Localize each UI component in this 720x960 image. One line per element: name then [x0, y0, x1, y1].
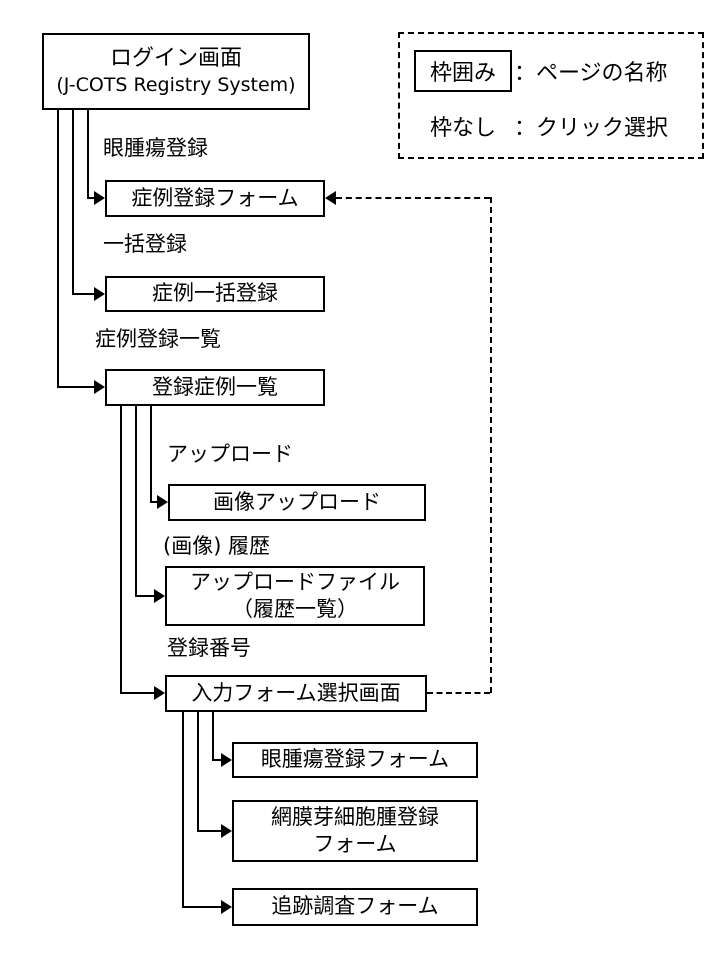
click-label-bulk: 一括登録 [103, 232, 187, 256]
connector-login-bulk-h [72, 293, 95, 295]
connector-caselist-imageupload-h [150, 501, 158, 503]
node-case-form: 症例登録フォーム [105, 180, 325, 217]
node-registered-case-list: 登録症例一覧 [105, 369, 325, 406]
legend-plain-desc: ：クリック選択 [514, 116, 669, 141]
click-label-image-history: (画像) 履歴 [163, 534, 271, 558]
node-upload-history-line2: （履歴一覧） [232, 597, 358, 621]
legend-row-boxed: 枠囲み ：ページの名称 [414, 50, 668, 92]
node-image-upload: 画像アップロード [168, 484, 426, 521]
connector-formselect-retino-h [197, 830, 222, 832]
login-title: ログイン画面 [109, 45, 242, 71]
connector-caselist-formselect-v [120, 406, 122, 694]
connector-formselect-eyetumor-v [212, 712, 214, 761]
node-case-form-label: 症例登録フォーム [131, 185, 299, 210]
legend-box: 枠囲み ：ページの名称 枠なし ：クリック選択 [398, 32, 704, 159]
arrowhead-left-icon [325, 191, 336, 205]
connector-login-bulk-v [72, 110, 74, 295]
click-label-eye-tumor: 眼腫瘍登録 [103, 136, 208, 160]
connector-login-caselist-v [57, 110, 59, 388]
node-eye-tumor-form-label: 眼腫瘍登録フォーム [260, 747, 450, 772]
node-upload-history-line1: アップロードファイル [190, 569, 400, 594]
node-followup-form-label: 追跡調査フォーム [271, 894, 439, 919]
connector-dashed-to-caseform [336, 197, 490, 199]
legend-boxed-sample: 枠囲み [414, 50, 512, 92]
node-retinoblastoma-form-line1: 網膜芽細胞腫登録 [271, 804, 439, 829]
connector-formselect-retino-v [197, 712, 199, 832]
legend-boxed-desc: ：ページの名称 [514, 61, 668, 86]
click-label-case-list: 症例登録一覧 [95, 327, 221, 351]
connector-formselect-eyetumor-h [212, 759, 222, 761]
node-image-upload-label: 画像アップロード [213, 489, 381, 514]
arrowhead-right-icon [94, 380, 105, 394]
arrowhead-right-icon [94, 191, 105, 205]
node-bulk-registration-label: 症例一括登録 [152, 281, 278, 306]
connector-formselect-followup-h [182, 906, 222, 908]
node-registered-case-list-label: 登録症例一覧 [152, 374, 278, 399]
node-form-select-label: 入力フォーム選択画面 [191, 680, 401, 705]
legend-row-plain: 枠なし ：クリック選択 [414, 110, 668, 142]
connector-caselist-history-h [135, 595, 155, 597]
node-eye-tumor-form: 眼腫瘍登録フォーム [232, 742, 478, 778]
connector-caselist-history-v [135, 406, 137, 597]
arrowhead-right-icon [94, 287, 105, 301]
node-retinoblastoma-form-line2: フォーム [313, 832, 397, 856]
legend-plain-sample: 枠なし [429, 116, 496, 141]
connector-formselect-followup-v [182, 712, 184, 908]
connector-login-caseform-v [87, 110, 89, 199]
connector-dashed-vertical [490, 197, 492, 693]
connector-dashed-formselect-out [427, 692, 490, 694]
arrowhead-right-icon [221, 900, 232, 914]
node-login-screen: ログイン画面 (J-COTS Registry System) [42, 33, 310, 110]
node-bulk-registration: 症例一括登録 [105, 276, 325, 312]
click-label-upload: アップロード [167, 442, 293, 466]
click-label-reg-number: 登録番号 [167, 636, 251, 660]
arrowhead-right-icon [154, 686, 165, 700]
connector-login-caselist-h [57, 386, 95, 388]
connector-caselist-formselect-h [120, 692, 155, 694]
arrowhead-right-icon [221, 753, 232, 767]
connector-login-caseform-h [87, 197, 95, 199]
node-upload-history: アップロードファイル （履歴一覧） [165, 566, 425, 626]
arrowhead-right-icon [221, 824, 232, 838]
login-subtitle: (J-COTS Registry System) [56, 74, 296, 97]
arrowhead-right-icon [157, 495, 168, 509]
node-retinoblastoma-form: 網膜芽細胞腫登録 フォーム [232, 800, 478, 862]
connector-caselist-imageupload-v [150, 406, 152, 503]
node-followup-form: 追跡調査フォーム [232, 888, 478, 926]
arrowhead-right-icon [154, 589, 165, 603]
node-form-select: 入力フォーム選択画面 [165, 675, 427, 712]
